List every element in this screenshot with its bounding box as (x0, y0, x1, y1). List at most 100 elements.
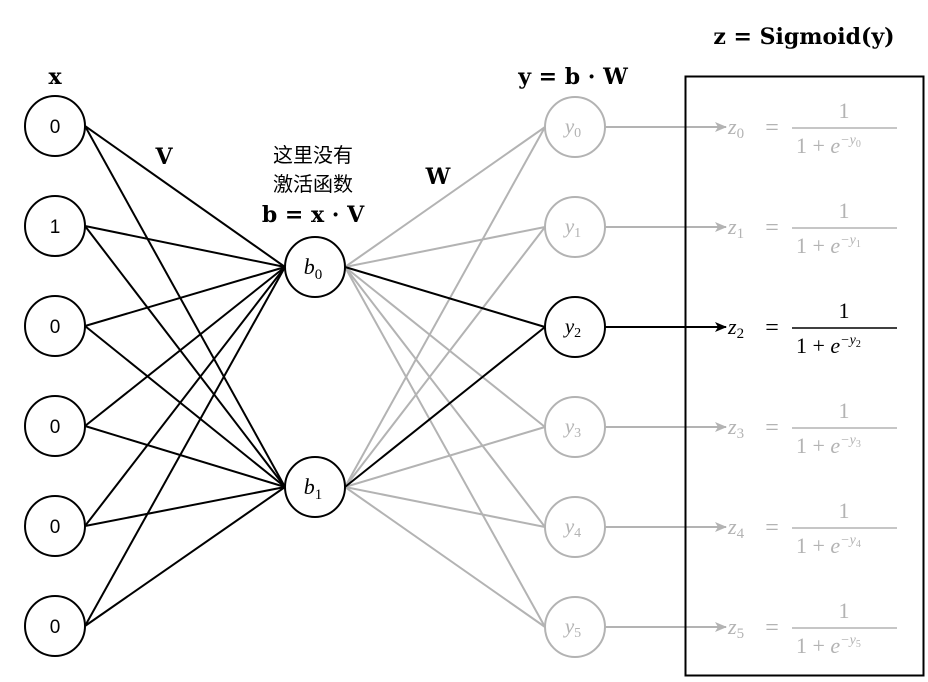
sigmoid-box (684, 75, 925, 677)
exponent-subscript: 4 (856, 539, 861, 550)
exponent-subscript: 1 (856, 239, 861, 250)
sigmoid-formula-row: z5 = 1 1 + e−y5 (727, 598, 897, 658)
z-variable: z0 (727, 114, 744, 142)
z-variable: z3 (727, 414, 744, 442)
output-node-circle (544, 196, 606, 258)
z-variable: z2 (727, 314, 744, 342)
output-node: y3 (544, 396, 606, 458)
output-node-subscript: 0 (574, 126, 581, 141)
exponent-subscript: 2 (856, 339, 861, 350)
exponent: −y (840, 633, 856, 648)
output-node-circle (544, 496, 606, 558)
sigmoid-formula-row: z3=11 + e−y3 (727, 398, 897, 458)
equals-sign: = (765, 615, 779, 641)
exponent-subscript: 5 (856, 639, 861, 650)
hidden-formula: b = x · V (262, 202, 365, 228)
input-node-value: 1 (50, 217, 61, 238)
euler-e: e (830, 133, 840, 158)
w-edge (344, 486, 546, 628)
input-node-circle (24, 295, 86, 357)
v-edge (84, 266, 286, 427)
exponent: −y (840, 233, 856, 248)
input-node-value: 0 (50, 317, 61, 338)
input-node-value: 0 (50, 617, 61, 638)
output-node: y1 (544, 196, 606, 258)
output-node-circle (544, 596, 606, 658)
v-edges (84, 125, 286, 627)
w-edge (344, 266, 546, 428)
exponent: −y (840, 433, 856, 448)
fraction-denominator: 1 + e−y2 (796, 333, 861, 358)
sigmoid-formula-row: z1=11 + e−y1 (727, 198, 897, 258)
input-node: 0 (24, 495, 86, 557)
output-node-subscript: 5 (574, 626, 581, 641)
output-node-subscript: 4 (574, 526, 581, 541)
z-subscript: 4 (737, 526, 745, 542)
v-edge (84, 425, 286, 488)
w-edge (344, 326, 546, 488)
w-edge (344, 126, 546, 488)
sigmoid-formula-row: z2 = 1 1 + e−y2 (727, 298, 897, 358)
output-node-subscript: 2 (574, 326, 581, 341)
input-node: 0 (24, 295, 86, 357)
fraction-numerator: 1 (839, 198, 850, 223)
v-edge (84, 325, 286, 488)
w-edge (344, 226, 546, 488)
fraction-denominator: 1 + e−y0 (796, 133, 861, 158)
equals-sign: = (765, 215, 779, 241)
z-variable: z5 (727, 614, 744, 642)
w-edges-inactive (344, 126, 546, 628)
w-edge (344, 266, 546, 328)
euler-e: e (830, 233, 840, 258)
z-subscript: 1 (737, 226, 745, 242)
euler-e: e (830, 533, 840, 558)
output-node: y4 (544, 496, 606, 558)
exponent: −y (840, 333, 856, 348)
fraction-numerator: 1 (839, 598, 850, 623)
no-activation-note-line2: 激活函数 (273, 173, 353, 196)
output-node-subscript: 3 (574, 426, 581, 441)
z-subscript: 5 (737, 626, 745, 642)
z-subscript: 2 (737, 326, 745, 342)
fraction-numerator: 1 (839, 98, 850, 123)
v-edge (84, 266, 286, 527)
euler-e: e (830, 433, 840, 458)
fraction-numerator: 1 (839, 298, 850, 323)
equals-sign: = (765, 515, 779, 541)
output-node-circle (544, 296, 606, 358)
sigmoid-arrows (605, 122, 727, 632)
v-edge (84, 486, 286, 527)
input-node-circle (24, 395, 86, 457)
euler-e: e (830, 333, 840, 358)
weights-v-label: V (154, 144, 173, 170)
exponent-subscript: 3 (856, 439, 861, 450)
input-node-circle (24, 495, 86, 557)
output-formula: y = b · W (517, 64, 628, 90)
sigmoid-formula-row: z4=11 + e−y4 (727, 498, 897, 558)
hidden-node-subscript: 0 (315, 267, 323, 283)
w-edges-active (344, 266, 546, 488)
w-edge (344, 266, 546, 628)
input-node-circle (24, 595, 86, 657)
v-edge (84, 266, 286, 327)
w-edge (344, 226, 546, 268)
input-node: 0 (24, 95, 86, 157)
output-node-circle (544, 396, 606, 458)
v-edge (84, 486, 286, 627)
sigmoid-formula: z = Sigmoid(y) (713, 24, 894, 50)
v-edge (84, 125, 286, 488)
input-node: 0 (24, 595, 86, 657)
input-node: 1 (24, 195, 86, 257)
fraction-denominator: 1 + e−y5 (796, 633, 861, 658)
v-edge (84, 125, 286, 268)
equals-sign: = (765, 315, 779, 341)
z-subscript: 3 (737, 426, 745, 442)
no-activation-note-line1: 这里没有 (273, 144, 353, 167)
hidden-node: b0 (284, 236, 346, 298)
input-node-circle (24, 195, 86, 257)
fraction-denominator: 1 + e−y4 (796, 533, 861, 558)
